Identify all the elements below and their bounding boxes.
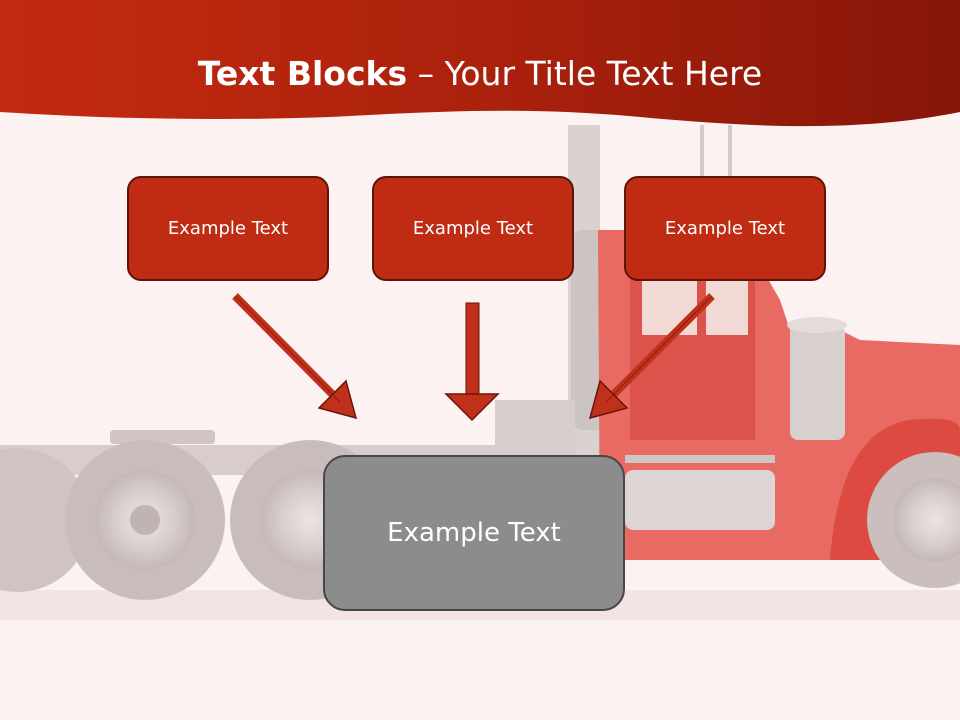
header-banner — [0, 0, 960, 127]
arrow-right-diagonal — [588, 293, 715, 420]
text-block-3[interactable]: Example Text — [624, 176, 826, 281]
center-text-block[interactable]: Example Text — [323, 455, 625, 611]
arrow-down — [444, 302, 500, 422]
text-block-2-label: Example Text — [412, 218, 534, 239]
slide-title: Text Blocks – Your Title Text Here — [0, 50, 960, 98]
text-block-1[interactable]: Example Text — [127, 176, 329, 281]
text-block-1-label: Example Text — [167, 218, 289, 239]
arrow-left-diagonal — [232, 293, 358, 420]
title-bold: Text Blocks — [197, 54, 408, 93]
text-block-2[interactable]: Example Text — [372, 176, 574, 281]
center-text-block-label: Example Text — [387, 518, 561, 548]
text-block-3-label: Example Text — [664, 218, 786, 239]
title-rest: – Your Title Text Here — [407, 54, 763, 93]
